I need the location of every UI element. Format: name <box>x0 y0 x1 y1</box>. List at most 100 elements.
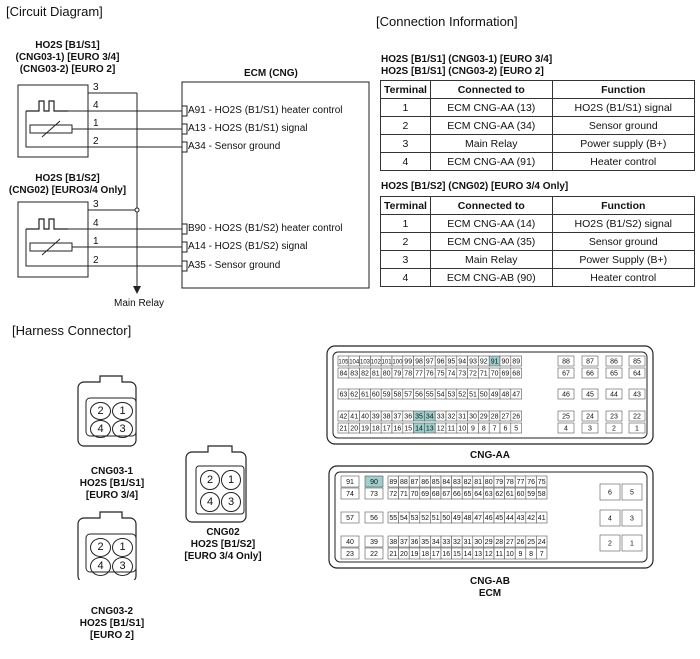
ab-pin-number: 32 <box>453 539 461 546</box>
aa-pin-number: 58 <box>394 392 402 399</box>
aa-pin-number: 91 <box>491 359 499 366</box>
ab-pin-number: 25 <box>527 539 535 546</box>
sensor2-pin: 1 <box>93 236 99 247</box>
table1-title-line: HO2S [B1/S1] (CNG03-1) [EURO 3/4] <box>381 54 553 65</box>
ab-pin-number: 69 <box>421 491 429 498</box>
aa-pin-number: 68 <box>512 371 520 378</box>
aa-pin-number: 84 <box>340 371 348 378</box>
aa-pin-number: 25 <box>562 414 570 421</box>
ab-pin-cell <box>536 487 548 500</box>
aa-pin-number: 100 <box>392 360 403 366</box>
aa-pin-number: 10 <box>458 426 466 433</box>
aa-pin-number: 66 <box>586 371 594 378</box>
ab-pin-number: 54 <box>400 515 408 522</box>
aa-pin-cell <box>581 422 599 434</box>
sensor2-diagonal <box>41 238 61 256</box>
ab-pin-number: 20 <box>400 551 408 558</box>
ab-pin-number: 28 <box>495 539 503 546</box>
cng02-label: CNG02 HO2S [B1/S2] [EURO 3/4 Only] <box>163 527 283 563</box>
connection-table-1: Terminal Connected to Function 1 ECM CNG… <box>380 80 696 171</box>
aa-pin-number: 55 <box>426 392 434 399</box>
ab-pin-number: 27 <box>506 539 514 546</box>
aa-pin-cell <box>628 355 646 367</box>
cng02-pin-grid: 2 1 4 3 <box>200 470 242 512</box>
cng03-2-label: CNG03-2 HO2S [B1/S1] [EURO 2] <box>62 606 162 642</box>
ab-pin-cell <box>599 534 621 552</box>
aa-pin-number: 41 <box>350 414 358 421</box>
ab-pin-number: 34 <box>432 539 440 546</box>
aa-pin-number: 85 <box>633 359 641 366</box>
aa-pin-number: 64 <box>633 371 641 378</box>
connector-label-line: CNG02 <box>206 527 240 538</box>
ecm-pin-row: A14 - HO2S (B1/S2) signal <box>188 241 308 252</box>
aa-pin-number: 94 <box>458 359 466 366</box>
aa-pin-cell <box>628 367 646 379</box>
connector-label-line: [EURO 3/4] <box>85 490 139 501</box>
pin: 3 <box>221 492 241 512</box>
cell-connected-to: ECM CNG-AA (13) <box>429 98 553 117</box>
aa-pin-number: 14 <box>415 426 423 433</box>
aa-pin-number: 77 <box>415 371 423 378</box>
sensor1-diagonal <box>41 120 61 138</box>
aa-pin-number: 79 <box>394 371 402 378</box>
aa-pin-cell <box>628 388 646 400</box>
ab-pin-number: 68 <box>432 491 440 498</box>
aa-pin-cell <box>557 355 575 367</box>
table2-title: HO2S [B1/S2] (CNG02) [EURO 3/4 Only] <box>381 181 569 192</box>
aa-pin-number: 67 <box>562 371 570 378</box>
ab-pin-number: 70 <box>411 491 419 498</box>
aa-pin-cell <box>581 410 599 422</box>
aa-pin-number: 93 <box>469 359 477 366</box>
aa-pin-number: 104 <box>349 360 360 366</box>
ab-pin-number: 57 <box>346 515 354 522</box>
aa-pin-number: 1 <box>635 426 639 433</box>
aa-pin-number: 12 <box>437 426 445 433</box>
ab-pin-cell <box>340 511 360 524</box>
ab-pin-cell <box>340 547 360 560</box>
header-connected-to: Connected to <box>429 80 553 99</box>
aa-pin-number: 90 <box>502 359 510 366</box>
aa-pin-number: 63 <box>340 392 348 399</box>
aa-pin-number: 24 <box>586 414 594 421</box>
ab-pin-number: 4 <box>608 516 612 523</box>
sensor1-pin: 2 <box>93 136 99 147</box>
sensor1-label-line: HO2S [B1/S1] <box>35 40 100 51</box>
sensor2-pin: 4 <box>93 218 99 229</box>
ab-pin-cell <box>364 487 384 500</box>
ab-pin-number: 3 <box>630 516 634 523</box>
pin: 2 <box>200 470 220 490</box>
ab-pin-number: 62 <box>495 491 503 498</box>
aa-pin-number: 2 <box>612 426 616 433</box>
ab-pin-cell <box>536 475 548 488</box>
connector-label-line: HO2S [B1/S1] <box>79 618 145 629</box>
aa-pin-number: 76 <box>426 371 434 378</box>
ab-pin-number: 11 <box>496 551 503 558</box>
ab-pin-number: 84 <box>442 479 450 486</box>
ab-pin-number: 29 <box>485 539 493 546</box>
pin: 1 <box>112 538 133 557</box>
ab-pin-number: 85 <box>432 479 440 486</box>
aa-pin-number: 54 <box>437 392 445 399</box>
sensor2-label-line: (CNG02) [EURO3/4 Only] <box>8 185 127 196</box>
aa-pin-cell <box>510 355 522 367</box>
harness-connector-heading: [Harness Connector] <box>12 323 132 338</box>
pin: 4 <box>90 557 111 576</box>
ab-pin-cell <box>536 511 548 524</box>
aa-pin-cell <box>510 388 522 400</box>
aa-pin-number: 69 <box>502 371 510 378</box>
ab-pin-number: 2 <box>608 541 612 548</box>
aa-pin-cell <box>557 388 575 400</box>
ab-pin-number: 6 <box>608 490 612 497</box>
cng03-1-label: CNG03-1 HO2S [B1/S1] [EURO 3/4] <box>62 466 162 502</box>
aa-pin-cell <box>510 422 522 434</box>
table1-title: HO2S [B1/S1] (CNG03-1) [EURO 3/4] HO2S [… <box>381 54 552 78</box>
ab-pin-number: 48 <box>464 515 472 522</box>
sensor1-box <box>17 84 89 158</box>
ab-pin-number: 1 <box>630 541 634 548</box>
cell-function: Power supply (B+) <box>551 134 696 153</box>
aa-pin-number: 45 <box>586 392 594 399</box>
aa-pin-number: 71 <box>480 371 488 378</box>
sensor1-heater-symbol <box>26 100 68 112</box>
table-header-row: Terminal Connected to Function <box>380 80 696 99</box>
